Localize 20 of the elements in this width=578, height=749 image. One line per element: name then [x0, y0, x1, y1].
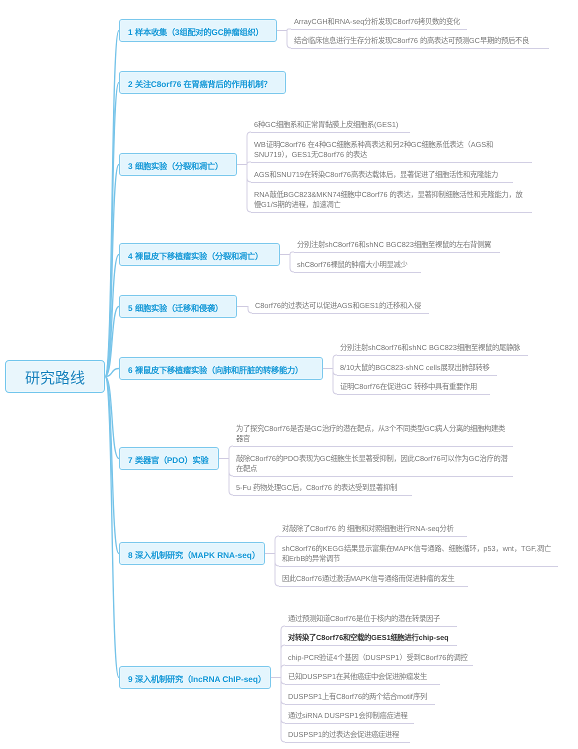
topic-box: 5 细胞实验（迁移和侵袭）: [119, 295, 237, 318]
branch-line: [104, 376, 120, 678]
connector-line: [276, 30, 292, 48]
topic-box: 9 深入机制研究（lncRNA ChIP-seq）: [119, 666, 271, 689]
topic-box: 2 关注C8orf76 在胃癌背后的作用机制？: [119, 71, 286, 94]
topic-box: 1 样本收集（3组配对的GC肿瘤组织）: [119, 19, 277, 42]
connector-line: [322, 368, 338, 394]
connector-line: [236, 164, 252, 212]
topic-box: 4 裸鼠皮下移植瘤实验（分裂和凋亡）: [119, 243, 280, 266]
topic-box: 7 类器官（PDO）实验: [119, 447, 219, 470]
connector-line: [236, 306, 252, 314]
connector-line: [280, 254, 294, 272]
topic-box: 8 深入机制研究（MAPK RNA-seq）: [119, 542, 265, 565]
branch-line: [104, 368, 120, 378]
topic-box: 3 细胞实验（分裂和凋亡）: [119, 153, 237, 176]
branch-line: [104, 376, 120, 460]
branch-line: [104, 306, 120, 378]
topic-box: 6 裸鼠皮下移植瘤实验（向肺和肝脏的转移能力）: [119, 357, 323, 380]
branch-line: [104, 376, 120, 554]
central-topic-box: 研究路线: [5, 360, 105, 393]
